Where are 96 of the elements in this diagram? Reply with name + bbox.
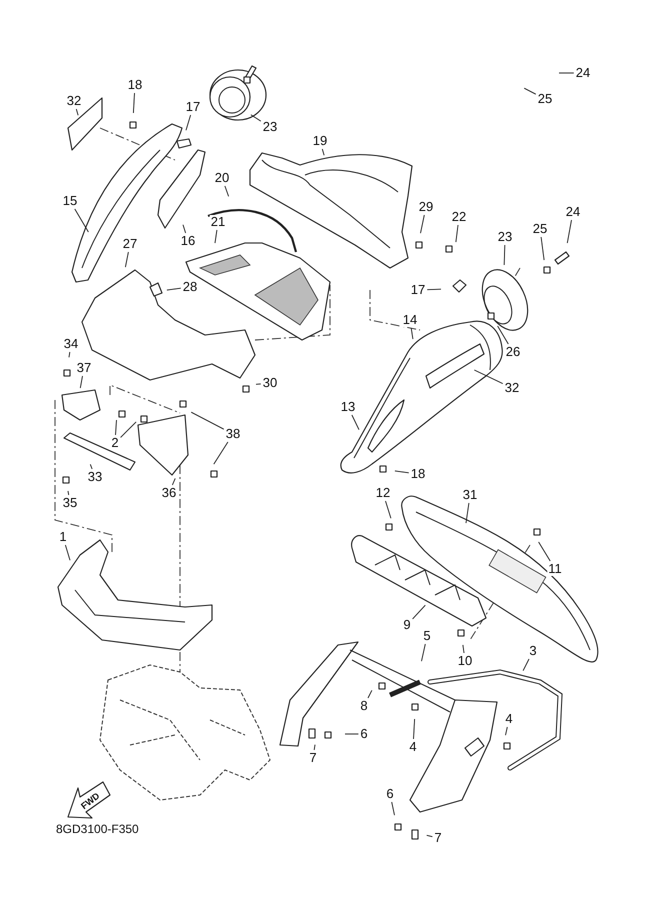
leader-line: [256, 383, 262, 385]
callout-number: 25: [536, 92, 554, 106]
leader-line: [426, 834, 433, 838]
callout-number: 23: [496, 230, 514, 244]
leader-line: [76, 108, 79, 116]
callout-number: 11: [547, 562, 563, 576]
leader-line: [505, 726, 508, 736]
leader-line: [74, 208, 89, 232]
leader-line: [413, 718, 416, 740]
callout-number: 17: [184, 100, 202, 114]
callout-number: 38: [224, 427, 242, 441]
leader-line: [391, 802, 395, 816]
leader-line: [462, 644, 464, 654]
callout-number: 17: [410, 283, 426, 297]
leader-line: [250, 114, 262, 122]
leader-line: [455, 224, 458, 243]
leader-line: [172, 478, 176, 486]
callout-number: 13: [340, 400, 356, 414]
leader-line: [80, 376, 83, 389]
leader-line: [68, 352, 70, 358]
leader-line: [213, 442, 228, 465]
callout-number: 24: [564, 205, 582, 219]
callout-number: 37: [76, 361, 92, 375]
callout-number: 7: [433, 831, 443, 845]
callout-number: 22: [450, 210, 468, 224]
leader-line: [540, 236, 545, 261]
callout-number: 36: [160, 486, 178, 500]
callout-number: 29: [418, 200, 434, 214]
leader-line: [166, 288, 182, 291]
callout-number: 3: [528, 644, 538, 658]
leader-line: [558, 72, 574, 74]
diagram-code: 8GD3100-F350: [56, 822, 139, 836]
callout-number: 27: [122, 237, 138, 251]
leader-line: [385, 500, 392, 519]
callout-number: 15: [62, 194, 78, 208]
callout-number: 4: [408, 740, 418, 754]
callout-number: 26: [504, 345, 522, 359]
callout-number: 2: [110, 436, 120, 450]
leader-line: [522, 658, 530, 672]
callout-number: 1: [58, 530, 68, 544]
callout-number: 14: [402, 313, 418, 327]
callout-number: 18: [126, 78, 144, 92]
callout-number: 20: [214, 171, 230, 185]
leader-line: [426, 288, 442, 290]
callout-number: 32: [66, 94, 82, 108]
leader-line: [368, 690, 372, 698]
leader-line: [412, 604, 426, 620]
callout-number: 21: [210, 215, 226, 229]
callout-number: 12: [374, 486, 392, 500]
callout-number: 16: [180, 234, 196, 248]
leader-line: [186, 114, 192, 131]
leader-line: [394, 470, 410, 474]
leader-line: [314, 744, 316, 750]
leader-line: [224, 186, 230, 197]
leader-line: [351, 414, 360, 430]
callout-number: 6: [385, 787, 395, 801]
callout-number: 23: [262, 120, 278, 134]
leader-line: [420, 214, 425, 234]
leader-line: [214, 230, 218, 244]
callout-number: 35: [62, 496, 78, 510]
callout-number: 19: [312, 134, 328, 148]
callout-number: 30: [262, 376, 278, 390]
callout-number: 25: [532, 222, 548, 236]
callout-number: 32: [504, 381, 520, 395]
leader-line: [504, 244, 506, 266]
leader-line: [474, 370, 504, 384]
callout-number: 31: [462, 488, 478, 502]
callout-number: 18: [410, 467, 426, 481]
leader-line: [566, 220, 572, 244]
callout-number: 4: [504, 712, 514, 726]
leader-line: [64, 544, 70, 561]
leader-line: [115, 420, 117, 436]
callout-number: 6: [359, 727, 369, 741]
leader-line: [524, 88, 536, 95]
leader-line: [124, 252, 129, 268]
leader-line: [410, 328, 414, 340]
callout-number: 9: [402, 618, 412, 632]
leader-line: [182, 224, 186, 234]
callout-number: 5: [422, 629, 432, 643]
leader-line: [322, 148, 325, 156]
callout-number: 24: [574, 66, 592, 80]
leader-line: [538, 542, 551, 562]
leader-line: [132, 92, 135, 114]
callout-number: 10: [456, 654, 474, 668]
leader-line: [68, 490, 70, 496]
leader-line: [120, 421, 137, 438]
leader-line: [497, 326, 509, 344]
leader-line: [466, 502, 470, 524]
callout-number: 28: [182, 280, 198, 294]
callout-number: 33: [86, 470, 104, 484]
leader-line: [190, 412, 224, 430]
callout-number: 8: [359, 699, 369, 713]
callout-number: 7: [308, 751, 318, 765]
leader-line: [90, 464, 93, 470]
callout-number: 34: [62, 337, 80, 351]
leader-line: [421, 644, 426, 662]
